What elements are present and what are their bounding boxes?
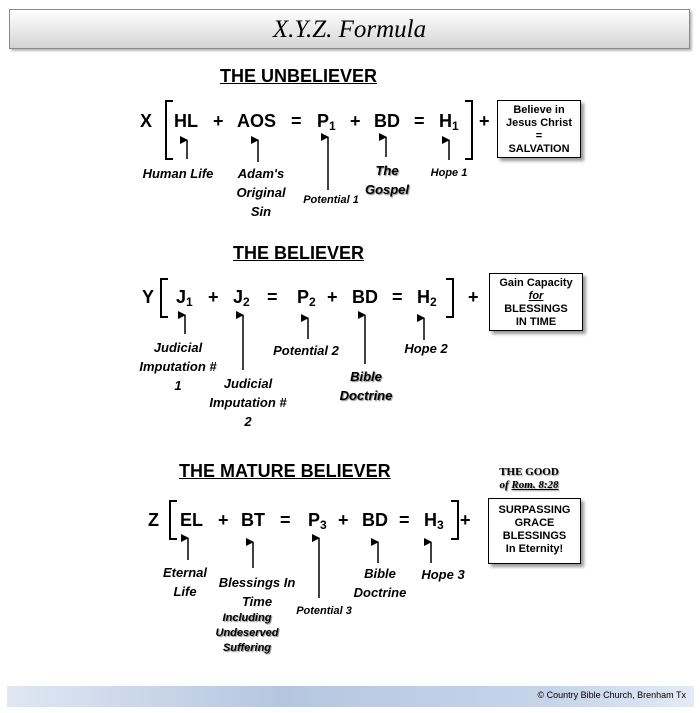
operator-plus-outside: + xyxy=(479,111,490,131)
label-hope-3: Hope 3 xyxy=(421,567,465,582)
label-potential-3: Potential 3 xyxy=(296,605,352,617)
term-j1: J1 xyxy=(176,287,193,309)
right-bracket xyxy=(446,278,454,318)
label-potential-1: Potential 1 xyxy=(303,194,359,206)
operator-plus-outside: + xyxy=(468,287,479,307)
label-judicial-imputation-1: Judicial Imputation # 1 xyxy=(139,340,217,393)
operator-plus: + xyxy=(327,287,338,307)
operator-equals: = xyxy=(267,287,278,307)
term-h2: H2 xyxy=(417,287,437,309)
section-title-mature-believer: THE MATURE BELIEVER xyxy=(179,461,391,481)
label-potential-2: Potential 2 xyxy=(273,343,339,358)
term-hl: HL xyxy=(174,111,198,131)
box-line: BLESSINGS xyxy=(502,530,567,542)
page-title: X.Y.Z. Formula xyxy=(272,16,427,43)
variable-z: Z xyxy=(148,510,159,530)
term-bd: BD xyxy=(362,510,388,530)
label-including: Including Undeserved Suffering xyxy=(215,612,279,654)
label-eternal-life: Eternal Life xyxy=(162,565,208,599)
label-the-gospel: The Gospel xyxy=(364,163,410,197)
left-bracket xyxy=(165,100,173,160)
label-bible-doctrine: Bible Doctrine xyxy=(339,369,393,403)
term-h3: H3 xyxy=(424,510,444,532)
the-good-rom-828: THE GOOD of Rom. 8:28 xyxy=(494,466,564,492)
section-title-unbeliever: THE UNBELIEVER xyxy=(220,66,378,86)
operator-plus: + xyxy=(338,510,349,530)
box-line: In Eternity! xyxy=(505,543,564,555)
box-line: GRACE xyxy=(514,517,555,529)
label-adams-original-sin: Adam's Original Sin xyxy=(236,166,286,219)
box-line: Jesus Christ xyxy=(505,117,573,129)
label-hope-1: Hope 1 xyxy=(430,167,468,179)
footer-bar: © Country Bible Church, Brenham Tx xyxy=(7,686,694,707)
good-title: THE GOOD xyxy=(499,466,559,478)
right-bracket xyxy=(451,500,459,540)
box-line: IN TIME xyxy=(515,316,557,328)
title-bar: X.Y.Z. Formula xyxy=(9,9,690,49)
box-line: SALVATION xyxy=(508,143,570,155)
term-p1: P1 xyxy=(317,111,336,133)
variable-y: Y xyxy=(142,287,155,307)
box-line: for xyxy=(528,290,544,302)
section-title-believer: THE BELIEVER xyxy=(233,243,365,263)
operator-equals: = xyxy=(414,111,425,131)
label-judicial-imputation-2: Judicial Imputation # 2 xyxy=(209,376,287,429)
good-reference: of Rom. 8:28 xyxy=(499,479,559,491)
label-human-life: Human Life xyxy=(142,166,214,181)
salvation-box: Believe in Jesus Christ = SALVATION xyxy=(497,100,581,158)
term-el: EL xyxy=(180,510,204,530)
box-line: Gain Capacity xyxy=(499,277,573,289)
term-bd: BD xyxy=(352,287,378,307)
label-blessings-in-time: Blessings In Time xyxy=(218,575,296,609)
term-j2: J2 xyxy=(233,287,250,309)
box-line: = xyxy=(535,130,543,142)
term-h1: H1 xyxy=(439,111,459,133)
operator-plus: + xyxy=(350,111,361,131)
operator-equals: = xyxy=(280,510,291,530)
box-line: Believe in xyxy=(513,104,565,116)
operator-equals: = xyxy=(392,287,403,307)
label-including-undeserved-suffering: Including Undeserved Suffering xyxy=(206,611,288,656)
operator-equals: = xyxy=(399,510,410,530)
term-p2: P2 xyxy=(297,287,316,309)
left-bracket xyxy=(160,278,168,318)
operator-equals: = xyxy=(291,111,302,131)
operator-plus: + xyxy=(218,510,229,530)
label-hope-2: Hope 2 xyxy=(404,341,448,356)
blessings-in-time-box: Gain Capacity for BLESSINGS IN TIME xyxy=(489,273,583,331)
operator-plus: + xyxy=(213,111,224,131)
box-line: BLESSINGS xyxy=(504,303,568,315)
copyright-text: © Country Bible Church, Brenham Tx xyxy=(537,690,686,700)
right-bracket xyxy=(465,100,473,160)
left-bracket xyxy=(169,500,177,540)
surpassing-grace-box: SURPASSING GRACE BLESSINGS In Eternity! xyxy=(488,498,581,564)
term-p3: P3 xyxy=(308,510,327,532)
box-line: SURPASSING xyxy=(498,504,571,516)
term-bt: BT xyxy=(241,510,265,530)
label-bible-doctrine: Bible Doctrine xyxy=(353,566,407,600)
term-aos: AOS xyxy=(237,111,277,131)
operator-plus-outside: + xyxy=(460,510,471,530)
variable-x: X xyxy=(140,111,153,131)
term-bd: BD xyxy=(374,111,400,131)
operator-plus: + xyxy=(208,287,219,307)
